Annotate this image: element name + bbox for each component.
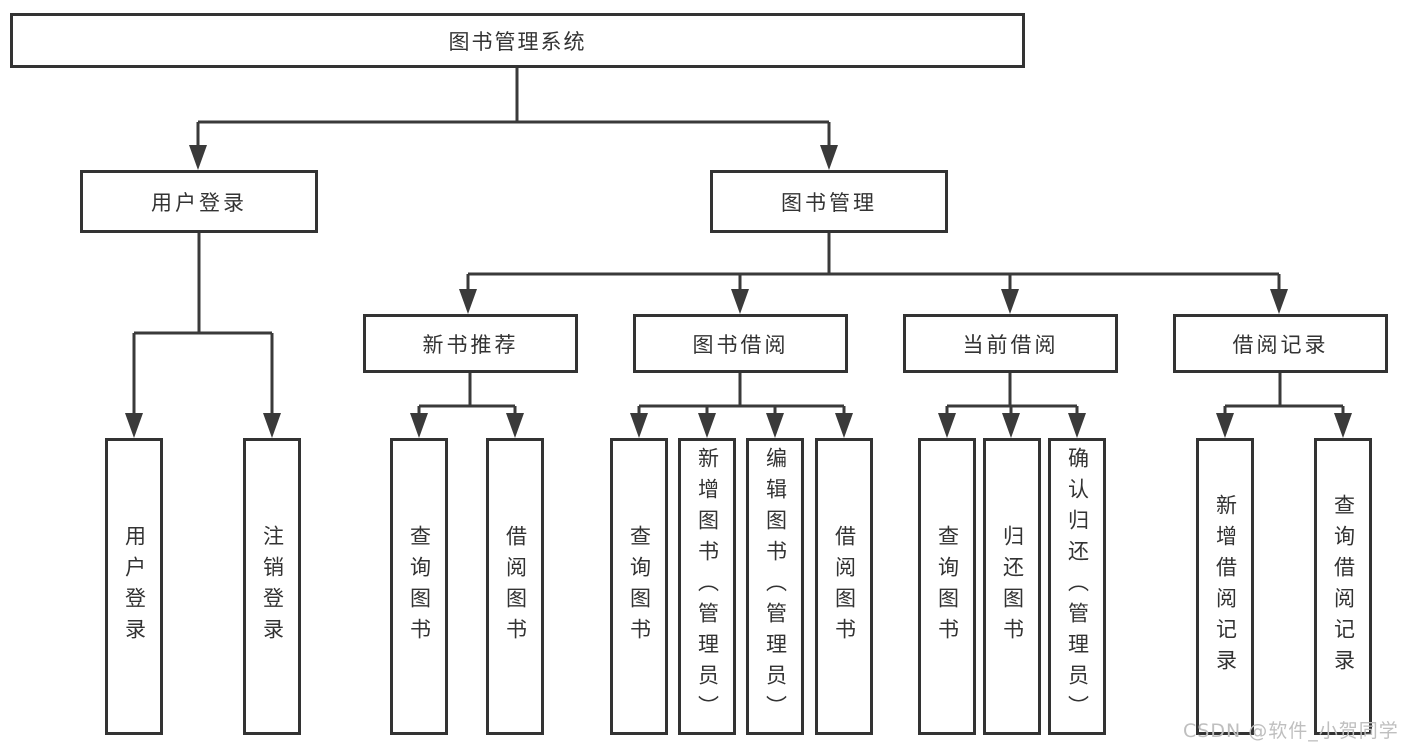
leaf-return-book: 归还图书 [983, 438, 1041, 735]
leaf-add-book-admin: 新增图书（管理员） [678, 438, 736, 735]
leaf-query-books-current: 查询图书 [918, 438, 976, 735]
leaf-user-login: 用户登录 [105, 438, 163, 735]
node-book-borrow: 图书借阅 [633, 314, 848, 373]
arrowhead [731, 289, 749, 314]
connector-borrow-to-leaves [637, 373, 846, 418]
leaf-logout: 注销登录 [243, 438, 301, 735]
arrowhead [1002, 413, 1020, 438]
leaf-borrow-books: 借阅图书 [815, 438, 873, 735]
arrowhead [263, 413, 281, 438]
branch-book-management: 图书管理 [710, 170, 948, 233]
arrowhead [1068, 413, 1086, 438]
node-borrow-records: 借阅记录 [1173, 314, 1388, 373]
arrowhead [1334, 413, 1352, 438]
branch-user-login: 用户登录 [80, 170, 318, 233]
arrowhead [1001, 289, 1019, 314]
leaf-query-books-recommend: 查询图书 [390, 438, 448, 735]
arrowhead [698, 413, 716, 438]
node-new-book-recommend: 新书推荐 [363, 314, 578, 373]
connector-userlogin-to-leaves [132, 233, 274, 418]
connector-bookmgmt-to-level3 [466, 233, 1281, 294]
arrowhead [506, 413, 524, 438]
connector-current-to-leaves [945, 373, 1079, 418]
arrowhead [125, 413, 143, 438]
arrowhead [938, 413, 956, 438]
arrowhead [1216, 413, 1234, 438]
root-node-library-system: 图书管理系统 [10, 13, 1025, 68]
leaf-confirm-return-admin: 确认归还（管理员） [1048, 438, 1106, 735]
connector-newbook-to-leaves [417, 373, 517, 418]
arrowhead [1270, 289, 1288, 314]
arrowhead [410, 413, 428, 438]
node-current-borrow: 当前借阅 [903, 314, 1118, 373]
arrowhead [766, 413, 784, 438]
leaf-edit-book-admin: 编辑图书（管理员） [746, 438, 804, 735]
leaf-add-borrow-record: 新增借阅记录 [1196, 438, 1254, 735]
leaf-query-borrow-record: 查询借阅记录 [1314, 438, 1372, 735]
connector-records-to-leaves [1223, 373, 1345, 418]
connector-root-to-level2 [196, 68, 831, 150]
arrowhead [189, 145, 207, 170]
arrowhead [835, 413, 853, 438]
leaf-borrow-books-recommend: 借阅图书 [486, 438, 544, 735]
arrowhead [820, 145, 838, 170]
leaf-query-books-borrow: 查询图书 [610, 438, 668, 735]
csdn-watermark: CSDN @软件_小贺同学 [1183, 720, 1399, 742]
arrowhead [459, 289, 477, 314]
arrowhead [630, 413, 648, 438]
